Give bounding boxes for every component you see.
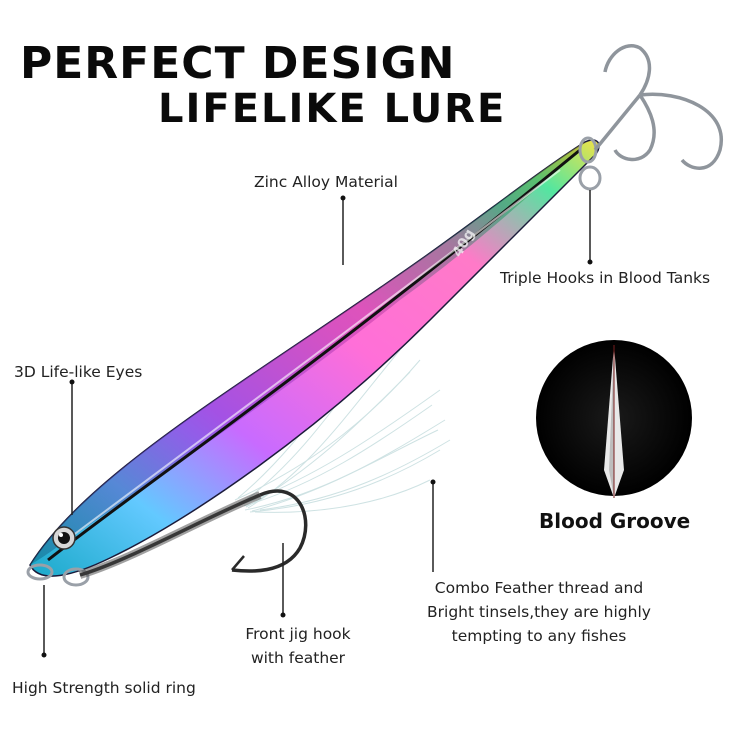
blood-groove-inset	[536, 340, 692, 498]
callout-ring: High Strength solid ring	[12, 679, 196, 697]
lure-body	[29, 139, 600, 577]
callout-triple-hooks: Triple Hooks in Blood Tanks	[500, 269, 711, 287]
headline-line-2: LIFELIKE LURE	[158, 86, 507, 132]
callout-eyes: 3D Life-like Eyes	[14, 363, 143, 381]
callout-feather-line-1: Combo Feather thread and	[434, 579, 644, 597]
split-ring-front	[26, 563, 90, 587]
headline-line-1: PERFECT DESIGN	[20, 38, 456, 89]
callout-material: Zinc Alloy Material	[254, 173, 398, 191]
callout-feather-line-2: Bright tinsels,they are highly	[427, 603, 651, 622]
callout-front-hook-line-1: Front jig hook	[245, 625, 351, 643]
triple-hook	[593, 44, 724, 170]
lure-eye	[52, 526, 76, 550]
callout-feather: Combo Feather thread and Bright tinsels,…	[408, 576, 670, 648]
callout-front-hook-line-2: with feather	[250, 649, 346, 668]
feather-tinsel	[234, 344, 451, 513]
callout-feather-line-3: tempting to any fishes	[451, 627, 627, 646]
callout-front-hook: Front jig hook with feather	[236, 622, 360, 670]
callout-dots	[41, 195, 593, 658]
blood-groove-title: Blood Groove	[539, 509, 691, 533]
hook-wrap	[78, 491, 262, 579]
callout-leaders	[43, 190, 591, 655]
